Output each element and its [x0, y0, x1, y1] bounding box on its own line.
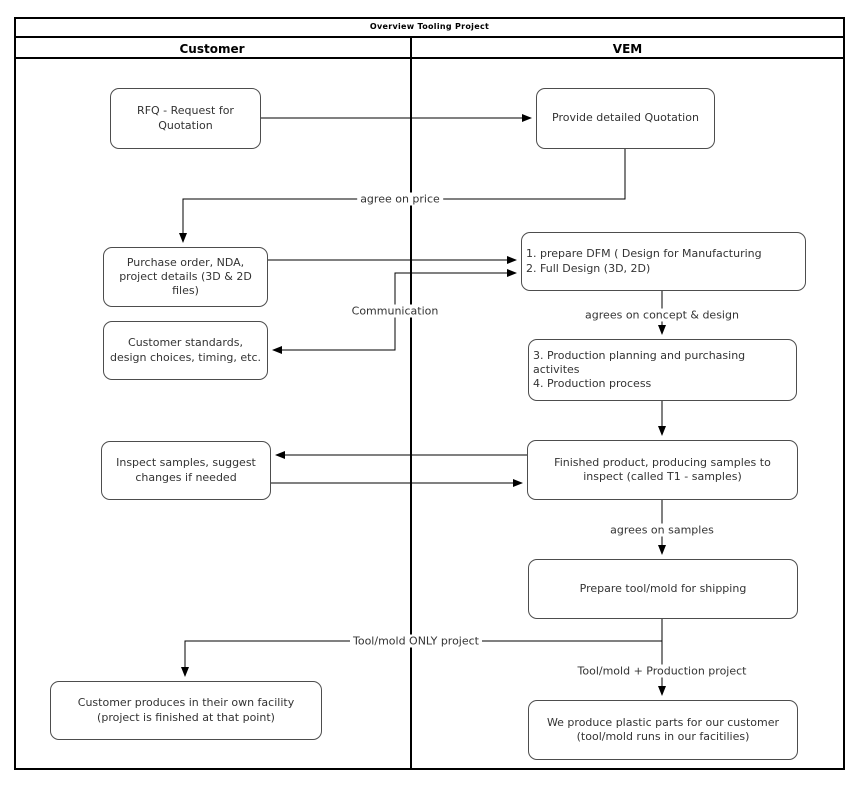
node-prepare-shipping: Prepare tool/mold for shipping	[528, 559, 798, 619]
lane-header-vem: VEM	[612, 41, 643, 56]
diagram-title: Overview Tooling Project	[14, 17, 845, 38]
edge-label-agrees-concept-design: agrees on concept & design	[582, 308, 742, 322]
edge-label-tool-mold-only: Tool/mold ONLY project	[349, 634, 483, 648]
node-purchase-order: Purchase order, NDA, project details (3D…	[103, 247, 268, 307]
lane-divider	[410, 38, 412, 770]
node-dfm-line-2: 2. Full Design (3D, 2D)	[526, 261, 651, 275]
edge-label-agree-on-price: agree on price	[357, 192, 443, 206]
node-dfm-line-1: 1. prepare DFM ( Design for Manufacturin…	[526, 247, 762, 261]
node-dfm: 1. prepare DFM ( Design for Manufacturin…	[521, 232, 806, 291]
edge-label-communication: Communication	[348, 304, 442, 318]
edge-label-agrees-samples: agrees on samples	[607, 523, 717, 537]
node-finished-product: Finished product, producing samples to i…	[527, 440, 798, 500]
node-production-planning-line-2: 4. Production process	[533, 377, 652, 391]
node-production-planning-line-1: 3. Production planning and purchasing ac…	[533, 348, 746, 376]
node-customer-produces: Customer produces in their own facility …	[50, 681, 322, 740]
node-inspect-samples: Inspect samples, suggest changes if need…	[101, 441, 271, 500]
node-quotation: Provide detailed Quotation	[536, 88, 715, 149]
lane-header-customer: Customer	[179, 41, 245, 56]
lane-header-row: Customer VEM	[14, 38, 845, 59]
node-production-planning: 3. Production planning and purchasing ac…	[528, 339, 797, 401]
pool-border	[14, 17, 845, 770]
edge-label-tool-mold-production: Tool/mold + Production project	[574, 664, 750, 678]
node-rfq: RFQ - Request for Quotation	[110, 88, 261, 149]
node-customer-standards: Customer standards, design choices, timi…	[103, 321, 268, 380]
node-we-produce: We produce plastic parts for our custome…	[528, 700, 798, 760]
